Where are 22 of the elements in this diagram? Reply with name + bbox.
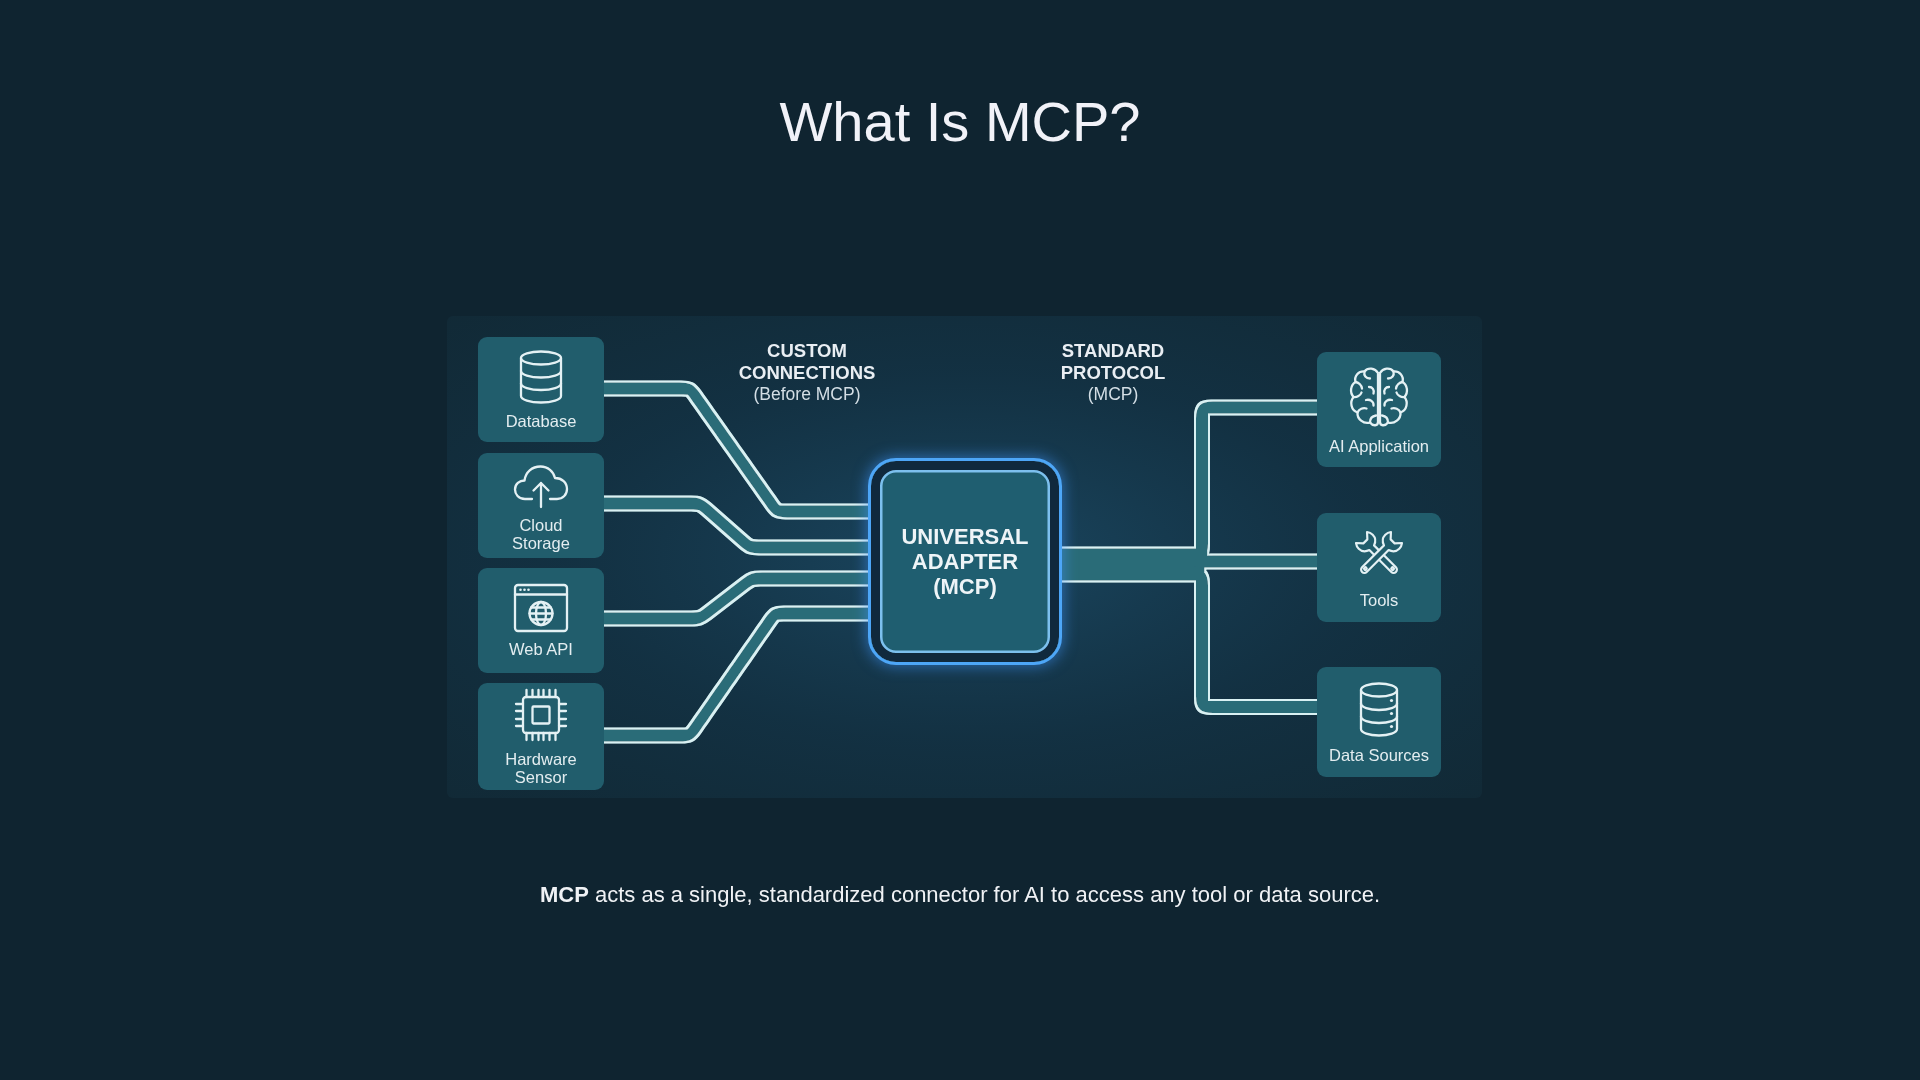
node-label: Hardware Sensor (504, 750, 578, 786)
node-card (478, 568, 604, 673)
node-label: UNIVERSAL ADAPTER (MCP) (900, 524, 1030, 599)
adapter-box (868, 458, 1062, 665)
node-card (478, 337, 604, 442)
section-heading: STANDARD PROTOCOL (1060, 340, 1166, 383)
node-label: AI Application (1329, 437, 1429, 455)
node-card (1317, 352, 1441, 467)
title: What Is MCP? (779, 90, 1141, 154)
node-card (1317, 513, 1441, 622)
node-card (478, 683, 604, 790)
node-label: Tools (1359, 591, 1399, 609)
section-subheading: (MCP) (1087, 384, 1139, 405)
caption: MCP acts as a single, standardized connector for AI to access any tool or data source. (539, 882, 1381, 908)
section-subheading: (Before MCP) (753, 384, 861, 405)
node-card (1317, 667, 1441, 777)
node-card (478, 453, 604, 558)
node-label: Database (505, 412, 577, 430)
node-label: Web API (509, 640, 573, 658)
node-label: Data Sources (1329, 745, 1429, 764)
node-label: Cloud Storage (511, 516, 571, 552)
section-heading: CUSTOM CONNECTIONS (738, 340, 876, 383)
